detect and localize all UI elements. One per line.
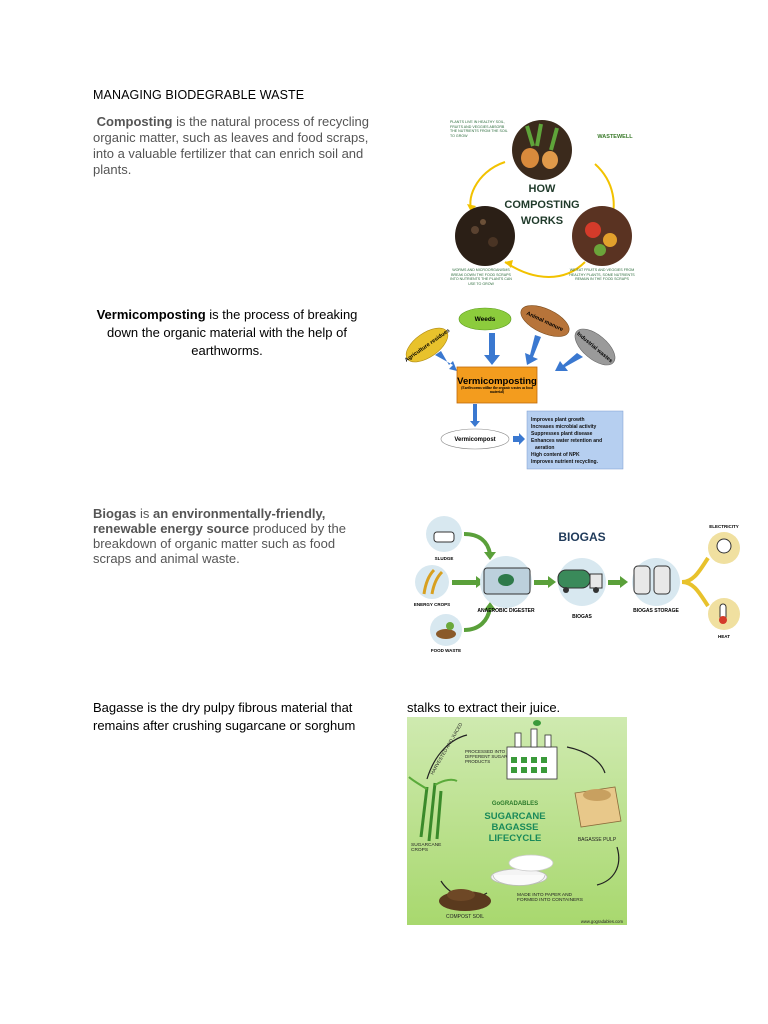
- down-arrow: [470, 404, 480, 427]
- box-subtitle: (Earthworms utilize the organic wastes a…: [461, 386, 533, 395]
- benefit-item: Enhances water retention and: [531, 438, 602, 444]
- source-arrows: [452, 532, 496, 632]
- lifecycle-title-1: SUGARCANE: [484, 811, 545, 822]
- biogas-mid: is: [136, 506, 153, 521]
- vermicomposting-text: is the process of breaking down the orga…: [107, 307, 358, 358]
- step-made-into-paper: MADE INTO PAPER AND FORMED INTO CONTAINE…: [517, 893, 583, 904]
- box-title: Vermicomposting: [457, 376, 537, 387]
- cycle-arrow: [504, 261, 586, 278]
- step-processed: PROCESSED INTO DIFFERENT SUGAR PRODUCTS: [465, 749, 508, 764]
- vermicomposting-diagram: Agriculture residues Weeds Animal manure…: [405, 303, 625, 470]
- benefits-box: [526, 410, 624, 470]
- compost-title-1: HOW: [529, 183, 557, 195]
- bagasse-paragraph-continued: stalks to extract their juice.: [407, 700, 561, 715]
- compost-title-2: COMPOSTING: [504, 199, 579, 211]
- input-industrial-wastes: [574, 328, 616, 366]
- biogas-storage-icon: [633, 565, 651, 595]
- note-plants: PLANTS LIVE IN HEALTHY SOIL, FRUITS AND …: [450, 120, 508, 138]
- benefit-item: Improves nutrient recycling.: [531, 459, 599, 465]
- benefit-item: High content of NPK: [531, 452, 580, 458]
- step-sugarcane-crops: SUGARCANE CROPS: [411, 843, 442, 854]
- step-compost-soil: COMPOST SOIL: [446, 914, 484, 920]
- source-food-waste: FOOD WASTE: [431, 648, 461, 653]
- vermicomposting-box: [456, 366, 538, 404]
- use-heat: HEAT: [718, 634, 730, 639]
- composting-infographic: HOW COMPOSTING WORKS WASTEWELL PLANTS LI…: [445, 112, 635, 298]
- benefit-item: aeration: [535, 445, 554, 451]
- storage-label: BIOGAS STORAGE: [633, 608, 679, 614]
- sugarcane-crops-icon: [419, 782, 443, 842]
- biogas-diagram: BIOGAS SLUDGE ENERGY CROPS FOOD WASTE AN…: [410, 510, 758, 656]
- biogas-text: produced by the breakdown of organic mat…: [93, 521, 346, 566]
- source-sludge: SLUDGE: [435, 556, 454, 561]
- benefit-item: Improves plant growth: [531, 417, 585, 423]
- digester-label: ANAEROBIC DIGESTER: [477, 608, 535, 614]
- biogas-title: BIOGAS: [558, 530, 605, 544]
- use-electricity: ELECTRICITY: [709, 524, 739, 529]
- vermicomposting-paragraph: Vermicomposting is the process of breaki…: [93, 306, 361, 360]
- input-arrows: [435, 333, 583, 371]
- label-weeds: Weeds: [475, 316, 496, 323]
- vermicompost-oval: [440, 428, 510, 450]
- biogas-term: Biogas: [93, 506, 137, 521]
- step-bagasse-pulp: BAGASSE PULP: [578, 837, 617, 843]
- biogas-label: BIOGAS: [572, 614, 592, 620]
- note-worms: WORMS AND MICROORGANISMS BREAK DOWN THE …: [450, 268, 512, 286]
- composting-text: is the natural process of recycling orga…: [93, 114, 369, 177]
- right-arrow: [513, 433, 525, 445]
- benefit-item: Increases microbial activity: [531, 424, 597, 430]
- note-eat: WE EAT FRUITS AND VEGGIES FROM HEALTHY P…: [569, 268, 635, 282]
- gogradables-logo: GoGRADABLES: [492, 801, 538, 807]
- vegetables-photo: [572, 206, 632, 266]
- bagasse-paragraph: Bagasse is the dry pulpy fibrous materia…: [93, 700, 356, 733]
- source-url: www.gogradables.com: [581, 919, 624, 924]
- composting-paragraph: Composting is the natural process of rec…: [93, 114, 373, 178]
- composting-term: Composting: [96, 114, 173, 129]
- vermicomposting-term: Vermicomposting: [96, 307, 206, 322]
- biogas-bold-phrase: an environmentally-friendly, renewable e…: [93, 506, 326, 536]
- document-title: MANAGING BIODEGRABLE WASTE: [93, 88, 305, 102]
- bagasse-lifecycle-diagram: PROCESSED INTO DIFFERENT SUGAR PRODUCTS …: [407, 717, 627, 925]
- biogas-paragraph: Biogas is an environmentally-friendly, r…: [93, 506, 373, 566]
- vermicompost-label: Vermicompost: [454, 437, 495, 443]
- benefit-item: Suppresses plant disease: [531, 431, 593, 437]
- input-animal-manure: [520, 305, 570, 337]
- lifecycle-title-3: LIFECYCLE: [489, 833, 542, 844]
- input-weeds: [458, 307, 512, 331]
- wastewell-logo: WASTEWELL: [597, 134, 633, 140]
- soil-photo: [455, 206, 515, 266]
- source-energy-crops: ENERGY CROPS: [414, 602, 450, 607]
- biogas-truck-icon: [557, 569, 591, 589]
- input-agriculture-residues: [405, 327, 449, 363]
- compost-title-3: WORKS: [521, 215, 563, 227]
- lifecycle-title-2: BAGASSE: [492, 822, 539, 833]
